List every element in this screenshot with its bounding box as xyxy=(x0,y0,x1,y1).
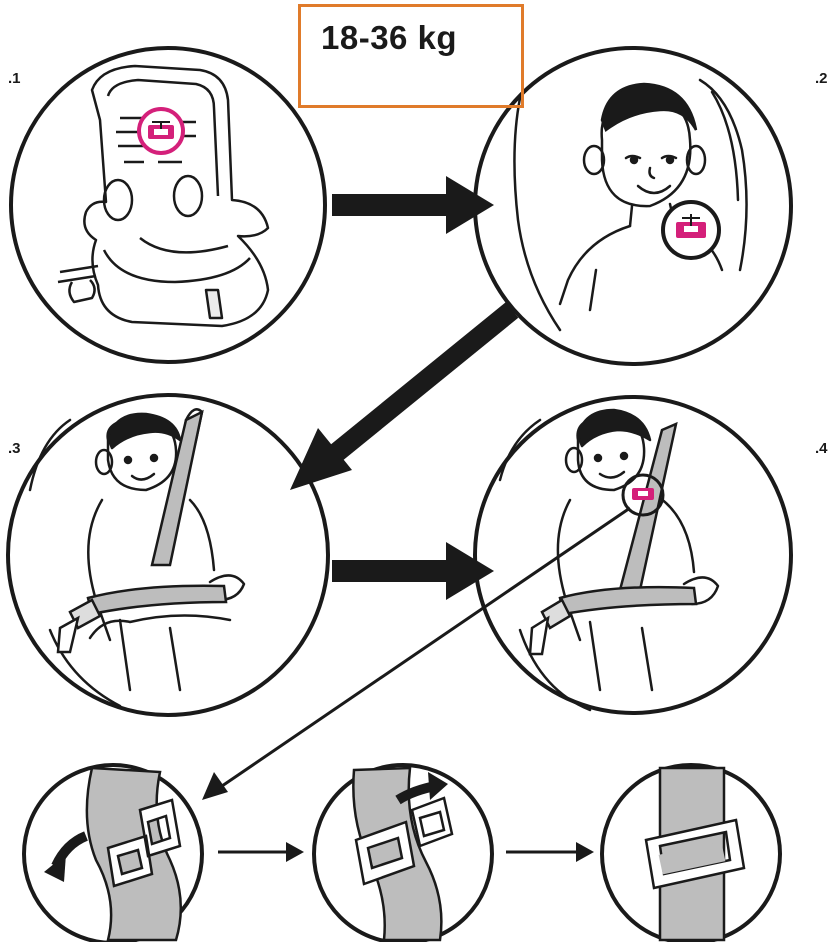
belt-clip-marker-icon xyxy=(139,109,183,153)
arrow-step2-to-step3-icon xyxy=(290,310,512,490)
weight-range-label: 18-36 kg xyxy=(321,19,457,57)
magnified-clip-icon xyxy=(663,202,719,258)
step-4-panel xyxy=(475,397,791,713)
clip-arrow-2-icon xyxy=(506,842,594,862)
step-4-number: .4 xyxy=(815,440,828,457)
clip-detail-2 xyxy=(314,765,492,942)
step-2-number: .2 xyxy=(815,70,828,87)
clip-arrow-1-icon xyxy=(218,842,304,862)
step-3-number: .3 xyxy=(8,440,21,457)
step-1-number: .1 xyxy=(8,70,21,87)
step-3-panel xyxy=(8,395,328,715)
clip-detail-3 xyxy=(602,765,780,942)
arrow-step1-to-step2-icon xyxy=(332,176,494,234)
weight-range-box: 18-36 kg xyxy=(298,4,524,108)
clip-detail-1 xyxy=(24,765,202,942)
step-1-circle xyxy=(11,48,325,362)
step-1-panel xyxy=(11,48,325,362)
arrow-step3-to-step4-icon xyxy=(332,542,494,600)
